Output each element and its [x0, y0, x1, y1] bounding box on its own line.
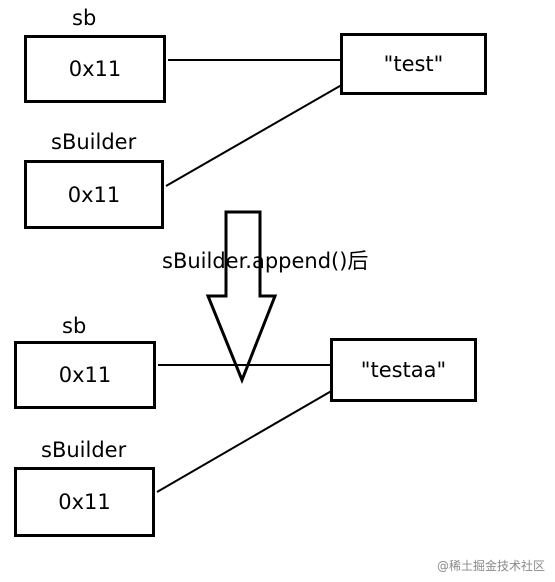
transition-label: sBuilder.append()后	[162, 249, 369, 273]
target-value-top: "test"	[383, 52, 444, 76]
sb-value-top: 0x11	[68, 57, 122, 81]
arrow-sb-to-test-top	[168, 52, 361, 68]
sb-label-bottom: sb	[62, 314, 87, 338]
sb-value-bottom: 0x11	[58, 363, 112, 387]
sbuilder-box-top: 0x11	[24, 160, 164, 229]
sbuilder-value-bottom: 0x11	[58, 490, 111, 514]
arrow-sbuilder-to-testaa-bottom	[156, 380, 349, 493]
big-down-arrow	[205, 210, 278, 385]
sb-box-bottom: 0x11	[14, 341, 156, 409]
target-box-bottom: "testaa"	[330, 338, 477, 402]
sb-label-top: sb	[72, 6, 97, 30]
sbuilder-label-bottom: sBuilder	[41, 438, 127, 462]
sbuilder-box-bottom: 0x11	[14, 467, 155, 537]
target-value-bottom: "testaa"	[360, 358, 447, 382]
sbuilder-label-top: sBuilder	[51, 130, 137, 154]
sbuilder-value-top: 0x11	[67, 182, 121, 207]
arrow-sb-to-testaa-bottom	[158, 357, 350, 373]
watermark: @稀土掘金技术社区	[436, 559, 545, 573]
target-box-top: "test"	[340, 33, 487, 95]
arrow-sbuilder-to-test-top	[165, 73, 361, 187]
sb-box-top: 0x11	[24, 35, 166, 103]
